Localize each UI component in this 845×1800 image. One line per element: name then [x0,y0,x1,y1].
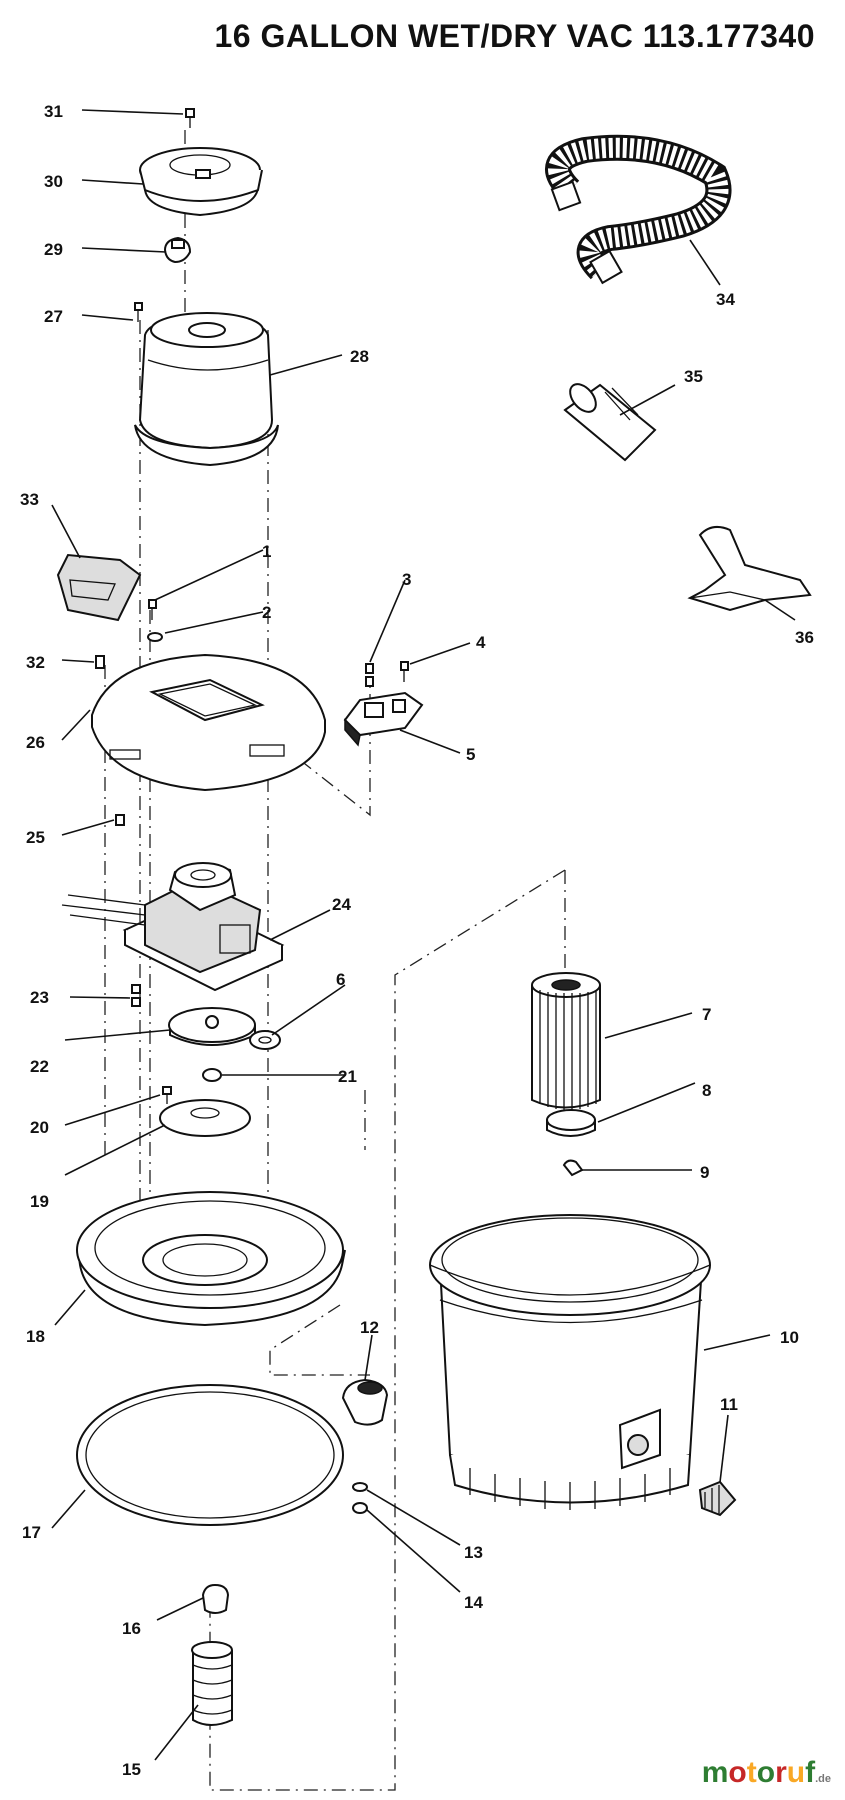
watermark-text: motoruf [702,1756,815,1789]
callout-12: 12 [360,1318,379,1337]
part-3-screw [365,663,374,687]
watermark-letter: o [728,1756,747,1789]
part-28-motor-cover [134,312,279,467]
callout-29: 29 [44,240,63,259]
part-4-screw [400,661,409,682]
part-24-motor-assembly [61,862,285,992]
part-27-screw [134,302,143,322]
part-2-washer [147,632,163,642]
part-11-drain-cap [698,1480,737,1517]
callout-36: 36 [795,628,814,647]
callout-20: 20 [30,1118,49,1137]
part-8-filter-base [546,1109,596,1137]
part-32-fastener [95,655,105,669]
callout-1: 1 [262,542,271,561]
callout-numbers: 31 30 29 27 28 33 1 2 32 26 3 4 5 25 24 … [20,102,814,1779]
part-17-sealing-ring [76,1384,344,1526]
callout-19: 19 [30,1192,49,1211]
callout-5: 5 [466,745,475,764]
callout-2: 2 [262,603,271,622]
part-18-lid [76,1191,346,1327]
watermark-letter: f [805,1756,816,1789]
part-7-cartridge-filter [531,972,601,1110]
callout-21: 21 [338,1067,357,1086]
part-5-switch-housing [343,691,424,747]
part-26-motor-plate [90,653,327,792]
part-35-adapter [563,383,657,462]
callout-6: 6 [336,970,345,989]
callout-23: 23 [30,988,49,1007]
part-12-float-cage [341,1378,389,1426]
callout-24: 24 [332,895,351,914]
watermark-letter: t [746,1756,757,1789]
callout-18: 18 [26,1327,45,1346]
callout-10: 10 [780,1328,799,1347]
callout-33: 33 [20,490,39,509]
part-23-screw [131,984,141,1007]
part-16-float [201,1583,230,1614]
watermark-letter: u [786,1756,806,1789]
callout-leader-lines [51,109,796,1761]
part-33-handle [56,553,142,622]
callout-30: 30 [44,172,63,191]
part-19-fan-plate [159,1099,251,1137]
part-22-fan [168,1007,256,1046]
callout-26: 26 [26,733,45,752]
motoruf-watermark-logo: motoruf.de [702,1756,831,1790]
part-20-screw [162,1086,172,1104]
callout-4: 4 [476,633,486,652]
callout-11: 11 [720,1395,738,1414]
callout-17: 17 [22,1523,41,1542]
callout-25: 25 [26,828,45,847]
callout-35: 35 [684,367,703,386]
part-25-screw [115,814,125,826]
part-29-knob [163,236,192,264]
callout-9: 9 [700,1163,709,1182]
callout-32: 32 [26,653,45,672]
watermark-letter: o [756,1756,776,1789]
callout-13: 13 [464,1543,483,1562]
part-1-screw [148,599,157,620]
callout-14: 14 [464,1593,483,1612]
part-36-floor-nozzle [687,525,812,612]
part-10-drum [429,1214,711,1510]
watermark-letter: r [775,1756,787,1789]
callout-27: 27 [44,307,63,326]
part-30-top-cap [139,147,263,217]
part-34-hose [545,134,732,285]
diagram-title: 16 GALLON WET/DRY VAC 113.177340 [214,18,815,54]
callout-22: 22 [30,1057,49,1076]
part-21-nut [202,1068,222,1082]
callout-15: 15 [122,1760,141,1779]
callout-8: 8 [702,1081,711,1100]
part-13-washer [352,1482,368,1492]
part-15-filter-cage [191,1641,233,1726]
callout-16: 16 [122,1619,141,1638]
callout-3: 3 [402,570,411,589]
watermark-letter: m [701,1756,729,1789]
part-9-clip [562,1159,584,1177]
part-6-gasket [249,1030,281,1050]
part-14-nut [352,1502,368,1514]
callout-34: 34 [716,290,735,309]
watermark-suffix: .de [815,1773,831,1785]
callout-31: 31 [44,102,63,121]
callout-7: 7 [702,1005,711,1024]
callout-28: 28 [350,347,369,366]
part-31-screw [185,108,195,128]
